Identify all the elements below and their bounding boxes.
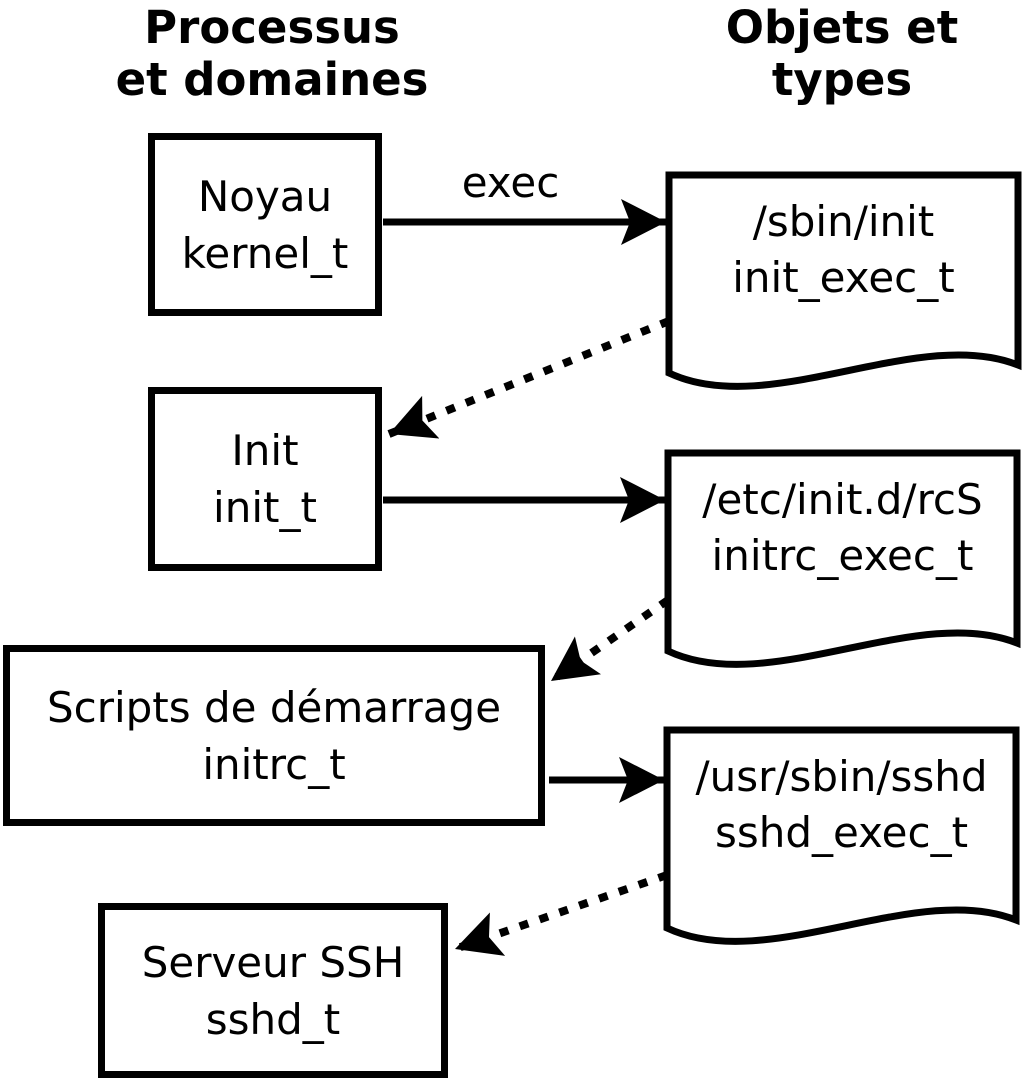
column-header-processes: Processus et domaines bbox=[115, 1, 429, 106]
process-box-ssh-server: Serveur SSH sshd_t bbox=[98, 903, 448, 1078]
document-text-etc-initd-rcs: /etc/init.d/rcS initrc_exec_t bbox=[668, 472, 1017, 584]
process-label: Noyau bbox=[197, 171, 333, 221]
process-domain: initrc_t bbox=[202, 739, 346, 789]
object-path: /sbin/init bbox=[752, 197, 935, 246]
process-label: Serveur SSH bbox=[141, 937, 405, 987]
process-box-kernel: Noyau kernel_t bbox=[148, 133, 382, 316]
process-label: Init bbox=[231, 426, 299, 475]
process-domain: sshd_t bbox=[205, 994, 341, 1044]
document-shape-etc-initd-rcs bbox=[664, 449, 1021, 668]
transition-arrow-init-exec-to-init-t bbox=[387, 317, 671, 439]
object-path: /etc/init.d/rcS bbox=[702, 475, 983, 524]
object-path: /usr/sbin/sshd bbox=[695, 752, 988, 801]
process-box-init: Init init_t bbox=[148, 387, 382, 571]
document-shape-usr-sbin-sshd bbox=[663, 726, 1020, 945]
object-type: init_exec_t bbox=[732, 253, 955, 302]
process-domain: kernel_t bbox=[181, 228, 349, 278]
document-text-sbin-init: /sbin/init init_exec_t bbox=[669, 194, 1018, 306]
transition-arrow-sshd-exec-to-sshd-t bbox=[453, 871, 669, 956]
transition-arrow-initrc-exec-to-initrc-t bbox=[548, 596, 671, 685]
document-text-usr-sbin-sshd: /usr/sbin/sshd sshd_exec_t bbox=[667, 749, 1016, 861]
process-domain: init_t bbox=[213, 483, 317, 532]
object-type: initrc_exec_t bbox=[711, 531, 974, 580]
document-shape-sbin-init bbox=[665, 171, 1022, 390]
object-type: sshd_exec_t bbox=[714, 808, 969, 857]
column-header-objects: Objets et types bbox=[725, 1, 959, 106]
exec-arrow-label: exec bbox=[461, 158, 560, 207]
process-label: Scripts de démarrage bbox=[46, 682, 502, 732]
process-box-startup-scripts: Scripts de démarrage initrc_t bbox=[3, 645, 545, 826]
